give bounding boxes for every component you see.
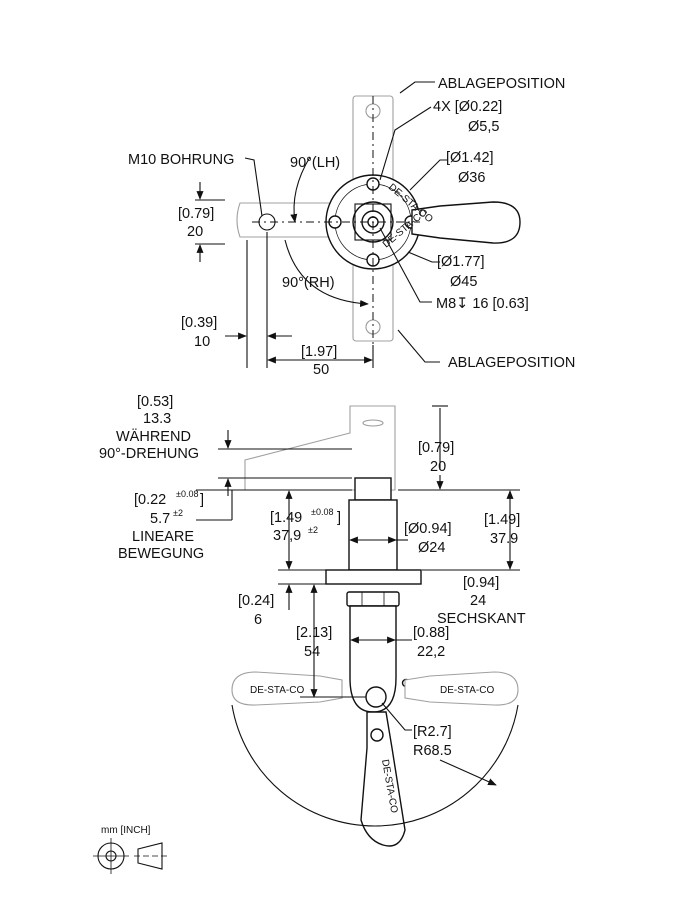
ghost-handle-hole <box>362 419 384 427</box>
label-m10-bore: M10 BOHRUNG <box>128 152 234 168</box>
leader-radius <box>381 702 412 731</box>
label-height-right-inch: [1.49] <box>484 512 520 528</box>
label-angle-lh: 90°(LH) <box>290 155 340 171</box>
label-handle-height-inch: [0.79] <box>418 440 454 456</box>
label-radius-inch: [R2.7] <box>413 724 452 740</box>
swing-arc <box>231 704 519 827</box>
label-body-len-mm: 54 <box>304 644 320 660</box>
label-offset-mm: 10 <box>194 334 210 350</box>
label-linear-mm: 5.7 <box>150 511 170 527</box>
label-width-inch: [0.79] <box>178 206 214 222</box>
label-thread: M8↧ 16 [0.63] <box>436 296 529 312</box>
label-stroke-mm: 37,9 <box>273 528 301 544</box>
projection-legend: mm [INCH] <box>93 825 168 874</box>
label-bolt-circle-inch: [Ø1.42] <box>446 150 494 166</box>
leader-thread <box>379 227 432 303</box>
engraving-left: DE-STA-CO <box>250 685 304 696</box>
label-hole-mm: Ø5,5 <box>468 119 499 135</box>
label-stroke-inch-tol: ±0.08 <box>311 507 333 517</box>
label-stroke-mm-tol: ±2 <box>308 525 318 535</box>
label-hex: SECHSKANT <box>437 611 526 627</box>
ghost-handle-horizontal <box>236 202 331 238</box>
angle-arc-lh <box>290 156 311 223</box>
label-body-len-inch: [2.13] <box>296 625 332 641</box>
shaft-upper <box>354 477 392 501</box>
label-linear-inch-close: ] <box>200 492 204 508</box>
label-angle-rh: 90°(RH) <box>282 275 335 291</box>
angle-arc-rh <box>284 239 369 308</box>
label-stroke-inch-close: ] <box>337 510 341 526</box>
label-length-mm: 50 <box>313 362 329 378</box>
leader-ablage-bottom <box>397 329 440 363</box>
label-body-dia-inch: [0.88] <box>413 625 449 641</box>
label-length-inch: [1.97] <box>301 344 337 360</box>
leader-m10 <box>244 157 263 217</box>
handle-lowered-pivot <box>370 728 384 742</box>
ghost-handle-right <box>404 671 519 706</box>
label-flange-inch: [Ø1.77] <box>437 254 485 270</box>
label-radius-mm: R68.5 <box>413 743 452 759</box>
label-bolt-circle-mm: Ø36 <box>458 170 485 186</box>
label-ablage-top: ABLAGEPOSITION <box>438 76 565 92</box>
label-rotation-1: WÄHREND <box>116 428 191 445</box>
leader-ablage-top <box>399 81 435 94</box>
leader-bolt-circle <box>409 159 447 191</box>
label-linear-inch-tol: ±0.08 <box>176 489 198 499</box>
label-height-right-mm: 37.9 <box>490 531 518 547</box>
engraving-right: DE-STA-CO <box>440 685 494 696</box>
label-flange-thk-mm: 6 <box>254 612 262 628</box>
top-view: DE-STA-CO DE-STA-CO ABLAGEPOSITION 4X [Ø… <box>128 76 575 378</box>
label-shaft-dia-mm: Ø24 <box>418 540 445 556</box>
label-hex-inch: [0.94] <box>463 575 499 591</box>
label-body-dia-mm: 22,2 <box>417 644 445 660</box>
label-linear-inch: [0.22 <box>134 492 166 508</box>
hex-nut <box>346 591 400 607</box>
leader-holes <box>379 106 432 181</box>
label-stroke-inch: [1.49 <box>270 510 302 526</box>
label-flange-thk-inch: [0.24] <box>238 593 274 609</box>
label-rotation-inch: [0.53] <box>137 394 173 410</box>
shaft-collar <box>348 499 398 571</box>
label-flange-mm: Ø45 <box>450 274 477 290</box>
handle-arm-right <box>411 201 521 244</box>
label-linear-2: BEWEGUNG <box>118 546 204 562</box>
label-rotation-mm: 13.3 <box>143 411 171 427</box>
label-ablage-bottom: ABLAGEPOSITION <box>448 355 575 371</box>
label-shaft-dia-inch: [Ø0.94] <box>404 521 452 537</box>
label-units: mm [INCH] <box>101 825 151 836</box>
label-linear-1: LINEARE <box>132 529 194 545</box>
label-width-mm: 20 <box>187 224 203 240</box>
label-linear-mm-tol: ±2 <box>173 508 183 518</box>
side-view: DE-STA-CO DE-STA-CO DE-STA-CO <box>99 394 526 847</box>
legend-truncated-cone <box>137 842 163 870</box>
flange-side <box>325 569 422 585</box>
leader-flange <box>407 251 440 263</box>
label-offset-inch: [0.39] <box>181 315 217 331</box>
label-hex-mm: 24 <box>470 593 486 609</box>
label-handle-height-mm: 20 <box>430 459 446 475</box>
label-hole-count: 4X [Ø0.22] <box>433 99 502 115</box>
label-rotation-2: 90°-DREHUNG <box>99 446 199 462</box>
